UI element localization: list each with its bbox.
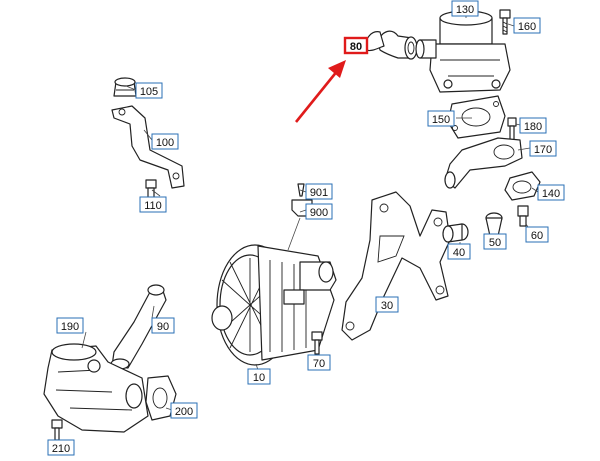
part-label-150-text: 150 [432, 114, 450, 126]
part-label-170[interactable]: 170 [529, 140, 557, 157]
screw-part-60[interactable] [517, 205, 529, 227]
valve-housing-part-130[interactable] [415, 10, 511, 93]
part-label-10[interactable]: 10 [247, 368, 271, 385]
part-label-90-text: 90 [157, 321, 169, 333]
part-label-180[interactable]: 180 [519, 117, 547, 134]
part-label-50-text: 50 [489, 237, 501, 249]
part-label-130[interactable]: 130 [451, 0, 479, 17]
part-label-130-text: 130 [456, 4, 474, 16]
bracket-part-100[interactable] [111, 105, 185, 189]
part-label-901-text: 901 [310, 187, 328, 199]
part-label-80-text: 80 [350, 41, 362, 53]
bolt-part-110[interactable] [145, 179, 157, 199]
sleeve-part-50[interactable] [485, 212, 503, 237]
part-label-160[interactable]: 160 [513, 17, 541, 34]
highlight-arrow [294, 60, 346, 123]
valve-part-190[interactable] [43, 343, 149, 433]
part-label-901[interactable]: 901 [305, 183, 333, 200]
bolt-part-160[interactable] [499, 9, 511, 35]
part-label-140-text: 140 [542, 188, 560, 200]
leader-lines [57, 16, 539, 442]
part-label-200-text: 200 [175, 406, 193, 418]
bolt-part-180[interactable] [507, 117, 517, 141]
part-label-210-text: 210 [52, 443, 70, 455]
part-label-100-text: 100 [156, 137, 174, 149]
part-label-105-text: 105 [140, 86, 158, 98]
part-label-90[interactable]: 90 [151, 317, 175, 334]
part-label-100[interactable]: 100 [151, 133, 179, 150]
part-label-10-text: 10 [253, 372, 265, 384]
part-label-40-text: 40 [453, 247, 465, 259]
gasket-part-150[interactable] [447, 95, 506, 139]
part-label-180-text: 180 [524, 121, 542, 133]
part-label-900-text: 900 [310, 207, 328, 219]
part-label-70-text: 70 [313, 358, 325, 370]
bushing-part-40[interactable] [442, 223, 469, 243]
bolt-part-210[interactable] [51, 419, 63, 441]
part-label-60-text: 60 [531, 230, 543, 242]
bolt-part-70[interactable] [311, 331, 323, 355]
part-label-190-text: 190 [61, 321, 79, 333]
part-label-900[interactable]: 900 [305, 203, 333, 220]
gasket-part-140[interactable] [504, 171, 541, 201]
part-label-200[interactable]: 200 [170, 402, 198, 419]
part-label-210[interactable]: 210 [47, 439, 75, 456]
pipe-flange-part-170[interactable] [444, 137, 523, 189]
mounting-bracket-part-30[interactable] [341, 191, 451, 341]
air-pump-part-10[interactable] [211, 244, 337, 366]
part-label-40[interactable]: 40 [447, 243, 471, 260]
part-label-105[interactable]: 105 [135, 82, 163, 99]
part-label-110-text: 110 [144, 200, 162, 212]
part-label-110[interactable]: 110 [139, 196, 167, 213]
hose-part-80[interactable] [365, 30, 418, 60]
part-label-190[interactable]: 190 [56, 317, 84, 334]
cap-part-105[interactable] [113, 77, 137, 97]
part-label-170-text: 170 [534, 144, 552, 156]
part-label-80[interactable]: 80 [343, 36, 369, 55]
part-label-50[interactable]: 50 [483, 233, 507, 250]
part-label-60[interactable]: 60 [525, 226, 549, 243]
part-label-150[interactable]: 150 [427, 110, 455, 127]
part-label-30[interactable]: 30 [375, 296, 399, 313]
part-label-70[interactable]: 70 [307, 354, 331, 371]
part-label-30-text: 30 [381, 300, 393, 312]
part-label-160-text: 160 [518, 21, 536, 33]
part-label-140[interactable]: 140 [537, 184, 565, 201]
